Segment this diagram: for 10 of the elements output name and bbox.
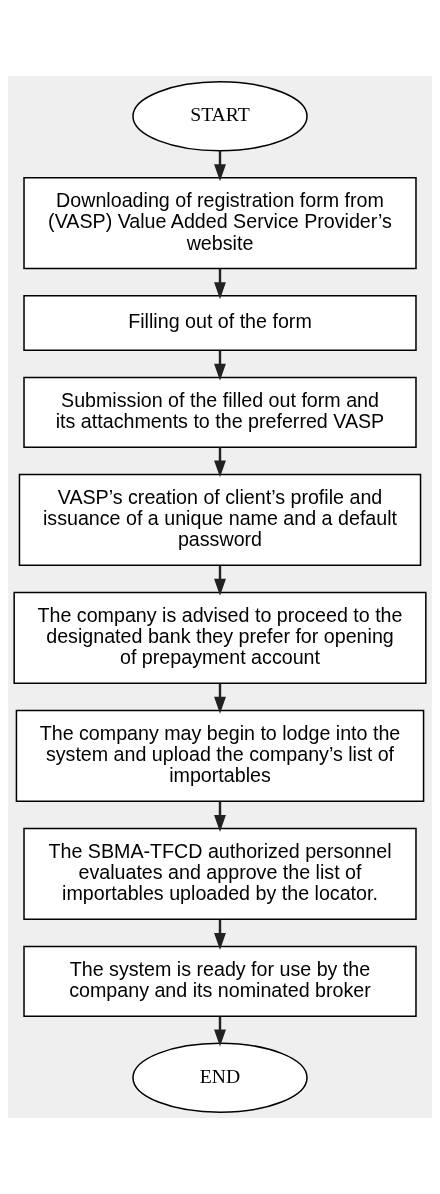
node-box: The SBMA-TFCD authorized personnel evaluates and approve the list of importables uploaded by the locator. bbox=[23, 827, 417, 921]
node-box: The company is advised to proceed to the designated bank they prefer for opening of prepayment account bbox=[13, 591, 427, 685]
node-box: The system is ready for use by the company and its nominated broker bbox=[23, 945, 417, 1017]
node-box: VASP’s creation of client’s profile and issuance of a unique name and a default password bbox=[18, 473, 422, 566]
node-box: Downloading of registration form from (VASP) Value Added Service Provider’s website bbox=[23, 177, 417, 270]
node-box: Filling out of the form bbox=[23, 295, 417, 352]
node-ellipse: END bbox=[132, 1042, 308, 1113]
node-ellipse: START bbox=[132, 81, 308, 152]
node-box: Submission of the filled out form and its attachments to the preferred VASP bbox=[23, 376, 417, 448]
node-box: The company may begin to lodge into the system and upload the company’s list of importables bbox=[15, 709, 425, 803]
